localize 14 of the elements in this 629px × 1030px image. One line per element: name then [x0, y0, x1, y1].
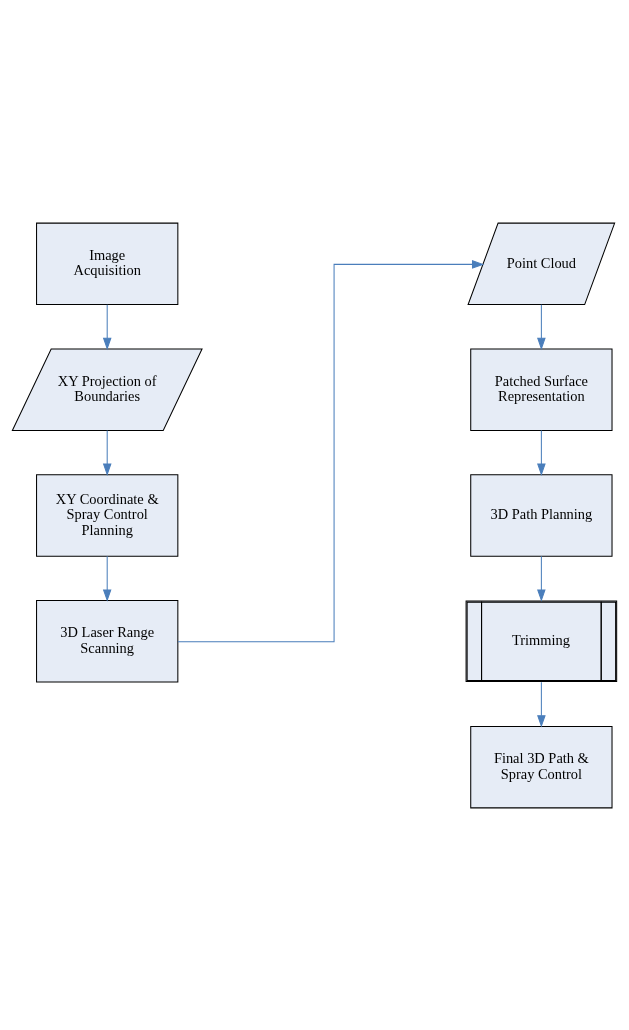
- arrow: [177, 259, 485, 642]
- arrow: [537, 303, 546, 350]
- arrow: [537, 429, 546, 476]
- node-box: XY Coordinate & Spray Control Planning: [36, 473, 179, 557]
- node-box: Final 3D Path & Spray Control: [470, 725, 613, 808]
- arrow: [537, 681, 546, 728]
- node-box: 3D Laser Range Scanning: [36, 599, 179, 683]
- arrow: [102, 555, 112, 602]
- arrow: [102, 303, 112, 350]
- arrow: [102, 429, 112, 476]
- node-box: 3D Path Planning: [470, 473, 613, 557]
- node-box: Patched Surface Representation: [470, 347, 613, 431]
- arrow: [537, 555, 546, 602]
- node-box: Image Acquisition: [36, 222, 179, 305]
